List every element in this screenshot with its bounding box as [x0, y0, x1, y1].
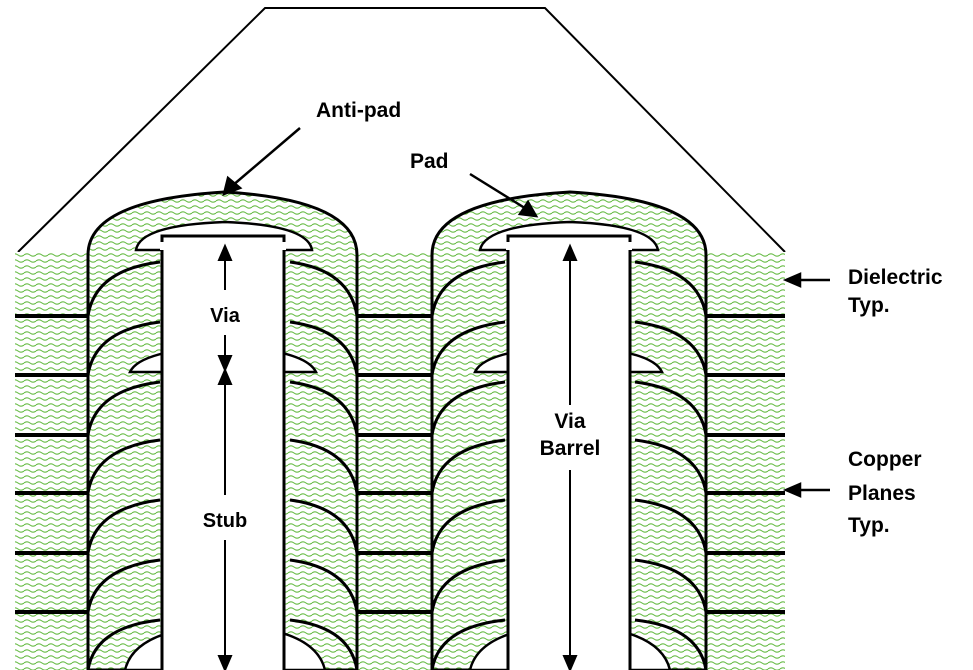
copper-callout-arrow	[782, 482, 830, 498]
copper-planes-middle	[357, 314, 432, 614]
copper-label-line3: Typ.	[848, 514, 890, 537]
top-surface-outline	[17, 7, 786, 253]
copper-planes-left	[15, 314, 88, 614]
copper-planes-right	[706, 314, 785, 614]
curved-plane-edges-left	[86, 260, 359, 670]
via-barrel-label-line2: Barrel	[540, 437, 601, 460]
via-label: Via	[210, 305, 241, 327]
anti-pad-label: Anti-pad	[316, 99, 401, 122]
via-barrel-arrow	[562, 243, 578, 670]
stub-label: Stub	[203, 510, 247, 532]
via-barrel-label-line1: Via	[554, 410, 585, 433]
curved-plane-edges-right	[430, 260, 708, 670]
pad-callout-arrow	[469, 172, 539, 218]
copper-label-line1: Copper	[848, 448, 922, 471]
dielectric-label-line2: Typ.	[848, 294, 890, 317]
anti-pad-callout-arrow	[222, 127, 301, 197]
stub-length-arrow	[217, 367, 233, 670]
dielectric-label-line1: Dielectric	[848, 266, 943, 289]
pad-label: Pad	[410, 150, 449, 173]
copper-label-line2: Planes	[848, 482, 916, 505]
via-length-arrow	[217, 243, 233, 373]
dielectric-callout-arrow	[782, 272, 830, 288]
via-barrel-left	[160, 234, 286, 670]
